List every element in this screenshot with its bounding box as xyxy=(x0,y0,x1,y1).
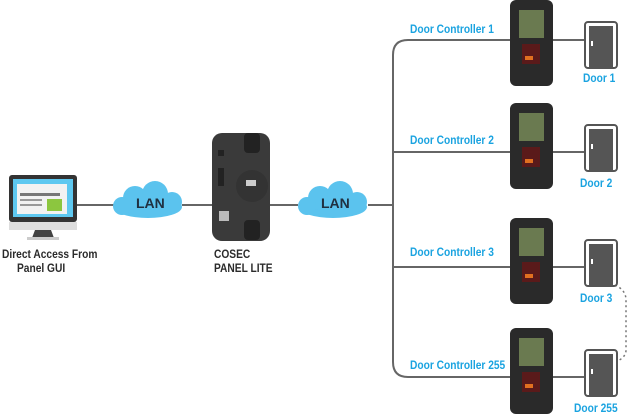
controller-label: Door Controller 2 xyxy=(410,133,494,147)
door-icon xyxy=(584,21,618,69)
controller-label: Door Controller 255 xyxy=(410,358,506,372)
door-controller-icon xyxy=(510,218,553,304)
panel-label-line1: COSEC xyxy=(214,247,251,261)
lan-cloud-icon xyxy=(298,181,367,218)
lan-label: LAN xyxy=(136,195,165,211)
door-label: Door 1 xyxy=(583,71,616,85)
door-controller-icon xyxy=(510,0,553,86)
connection-lines xyxy=(75,39,588,378)
computer-icon xyxy=(9,175,77,240)
dotted-connector xyxy=(614,284,627,363)
door-icon xyxy=(584,239,618,287)
lan-cloud-icon xyxy=(113,181,182,218)
panel-device-icon xyxy=(212,133,270,241)
controller-label: Door Controller 1 xyxy=(410,22,494,36)
door-controller-icon xyxy=(510,328,553,414)
computer-label-line2: Panel GUI xyxy=(17,261,66,275)
door-label: Door 2 xyxy=(580,176,613,190)
door-controller-icon xyxy=(510,103,553,189)
door-icon xyxy=(584,124,618,172)
computer-label-line1: Direct Access From xyxy=(2,247,98,261)
door-icon xyxy=(584,349,618,397)
controller-label: Door Controller 3 xyxy=(410,245,494,259)
panel-label-line2: PANEL LITE xyxy=(214,261,273,275)
door-label: Door 3 xyxy=(580,291,613,305)
lan-label: LAN xyxy=(321,195,350,211)
door-label: Door 255 xyxy=(574,401,618,415)
